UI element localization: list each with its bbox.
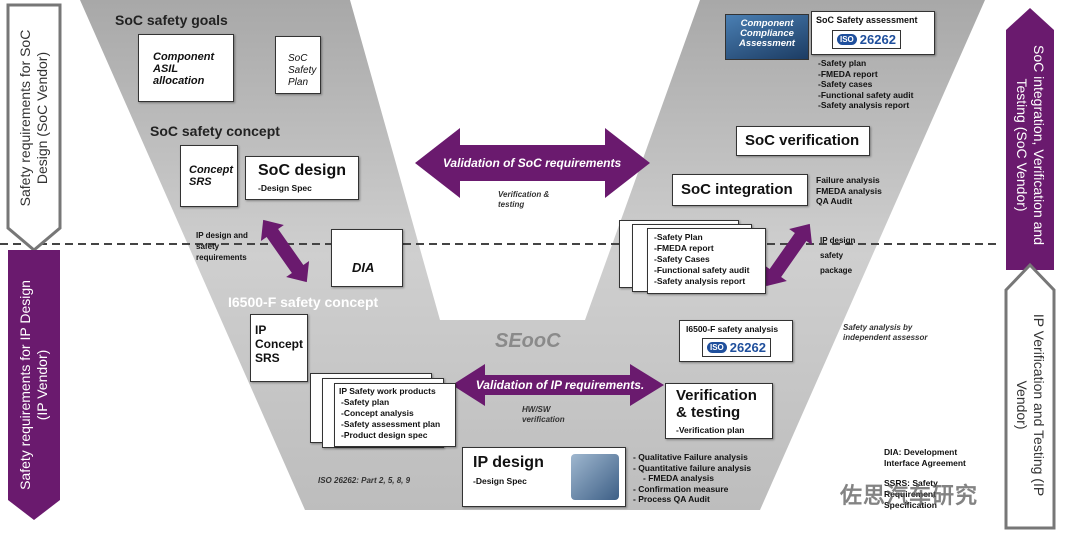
ip-package-item: -Safety analysis report (654, 276, 746, 286)
iso-26262-badge: ISO 26262 (832, 30, 901, 49)
component-compliance-image: Component Compliance Assessment (725, 14, 809, 60)
ip-analysis-item: - Confirmation measure (633, 483, 729, 494)
i6500-concept-heading: I6500-F safety concept (228, 294, 379, 310)
ip-concept-label: IP Concept SRS (255, 323, 303, 365)
right-bottom-panel-shape (1004, 262, 1056, 530)
verification-testing-box: Verification & testing -Verification pla… (665, 383, 773, 439)
soc-design-title: SoC design (258, 162, 347, 179)
soc-design-box: SoC design -Design Spec (245, 156, 359, 200)
watermark-text: 佐思汽车研究 (840, 484, 979, 509)
ip-products-title: IP Safety work products (339, 386, 436, 396)
soc-assessment-item: -Functional safety audit (818, 89, 914, 100)
soc-assessment-item: -Safety analysis report (818, 100, 910, 110)
left-bottom-panel-shape (8, 250, 60, 520)
concept-srs-doc: Concept SRS (180, 145, 238, 207)
seooc-label: SEooC (495, 330, 561, 352)
soc-integration-label: SoC integration (681, 181, 793, 198)
i6500-analysis-title: I6500-F safety analysis (686, 324, 779, 334)
right-bottom-panel-label: IP Verification and Testing (IP Vendor) (1014, 313, 1047, 497)
verification-testing-title: Verification & testing (676, 387, 757, 421)
ip-analysis-item: - Quantitative failure analysis (633, 462, 752, 473)
left-top-panel-label: Safety requirements for SoC Design (SoC … (17, 29, 50, 207)
soc-design-sub: -Design Spec (258, 183, 312, 193)
soc-assessment-box: SoC Safety assessment ISO 26262 (811, 11, 935, 55)
ip-products-doc: IP Safety work products -Safety plan -Co… (334, 383, 456, 447)
soc-assessment-item: -Safety plan (818, 58, 867, 68)
ip-analysis-item: - FMEDA analysis (643, 473, 715, 483)
iso-number: 26262 (859, 32, 896, 47)
soc-integration-box: SoC integration (672, 174, 808, 206)
independent-assessor-note: Safety analysis by independent assessor (843, 323, 928, 342)
ip-products-item: -Concept analysis (341, 408, 414, 418)
component-asil-label: Component ASIL allocation (153, 51, 215, 87)
ip-design-title: IP design (473, 454, 544, 471)
ip-package-item: -FMEDA report (654, 243, 714, 253)
dia-doc: DIA (331, 229, 403, 287)
ip-package-item: -Functional safety audit (654, 265, 750, 275)
validation-soc-label: Validation of SoC requirements (442, 156, 622, 170)
ip-analysis-item: - Process QA Audit (633, 494, 710, 504)
right-top-panel-label: SoC integration, Verification and Testin… (1014, 44, 1047, 245)
validation-soc-note: Verification & testing (498, 190, 550, 209)
soc-assessment-list: -Safety plan -FMEDA report -Safety cases… (818, 58, 913, 111)
soc-verification-label: SoC verification (745, 132, 860, 149)
ip-requirements-arrow (260, 219, 310, 283)
ip-package-doc: -Safety Plan -FMEDA report -Safety Cases… (647, 228, 766, 294)
soc-safety-goals-heading: SoC safety goals (115, 12, 228, 28)
soc-assessment-item: -FMEDA report (818, 68, 878, 79)
ip-analysis-list: - Qualitative Failure analysis - Quantit… (633, 452, 751, 505)
soc-assessment-title: SoC Safety assessment (816, 15, 918, 25)
left-top-panel-shape (6, 3, 62, 252)
integration-note: FMEDA analysis (816, 185, 882, 196)
ip-design-box: IP design -Design Spec (462, 447, 626, 507)
validation-ip-label: Validation of IP requirements. (475, 378, 645, 392)
iso-26262-badge: ISO 26262 (702, 338, 771, 357)
iso-number: 26262 (729, 340, 766, 355)
ip-products-item: -Product design spec (341, 430, 428, 440)
ip-products-item: -Safety plan (341, 397, 390, 407)
soc-verification-box: SoC verification (736, 126, 870, 156)
integration-note: Failure analysis (816, 175, 880, 185)
chip-image (571, 454, 619, 500)
ip-package-item: -Safety Plan (654, 232, 703, 242)
right-top-panel-shape (1006, 8, 1054, 270)
ip-package-item: -Safety Cases (654, 254, 710, 264)
ip-products-item: -Safety assessment plan (341, 419, 441, 429)
soc-safety-plan-doc: SoC Safety Plan (275, 36, 321, 94)
soc-assessment-item: -Safety cases (818, 79, 873, 89)
integration-note: QA Audit (816, 196, 853, 206)
ssrs-legend: SSRS: Safety Requirement Specification (884, 478, 938, 510)
ip-design-requirements-note: IP design and safety requirements (196, 231, 248, 262)
validation-ip-arrow (452, 364, 664, 406)
validation-soc-arrow (415, 128, 650, 198)
ip-design-sub: -Design Spec (473, 476, 527, 486)
validation-ip-note: HW/SW verification (522, 405, 565, 424)
ip-package-arrow (763, 223, 813, 287)
soc-safety-plan-label: SoC Safety Plan (288, 53, 317, 88)
dia-label: DIA (352, 260, 375, 275)
left-bottom-panel-label: Safety requirements for IP Design (IP Ve… (17, 280, 50, 490)
verification-testing-sub: -Verification plan (676, 425, 745, 435)
soc-safety-concept-heading: SoC safety concept (150, 123, 280, 139)
ip-analysis-item: - Qualitative Failure analysis (633, 452, 748, 462)
dia-legend: DIA: Development Interface Agreement (884, 447, 966, 468)
i6500-analysis-box: I6500-F safety analysis ISO 26262 (679, 320, 793, 362)
integration-notes: Failure analysis FMEDA analysis QA Audit (816, 175, 882, 207)
component-compliance-label: Component Compliance Assessment (739, 18, 795, 49)
component-asil-doc: Component ASIL allocation (138, 34, 234, 102)
concept-srs-label: Concept SRS (189, 164, 233, 188)
iso-logo: ISO (837, 34, 857, 45)
ip-concept-doc: IP Concept SRS (250, 314, 308, 382)
ip-design-package-note: IP design safety package (820, 236, 856, 275)
iso-parts-note: ISO 26262: Part 2, 5, 8, 9 (318, 476, 411, 485)
iso-logo: ISO (707, 342, 727, 353)
